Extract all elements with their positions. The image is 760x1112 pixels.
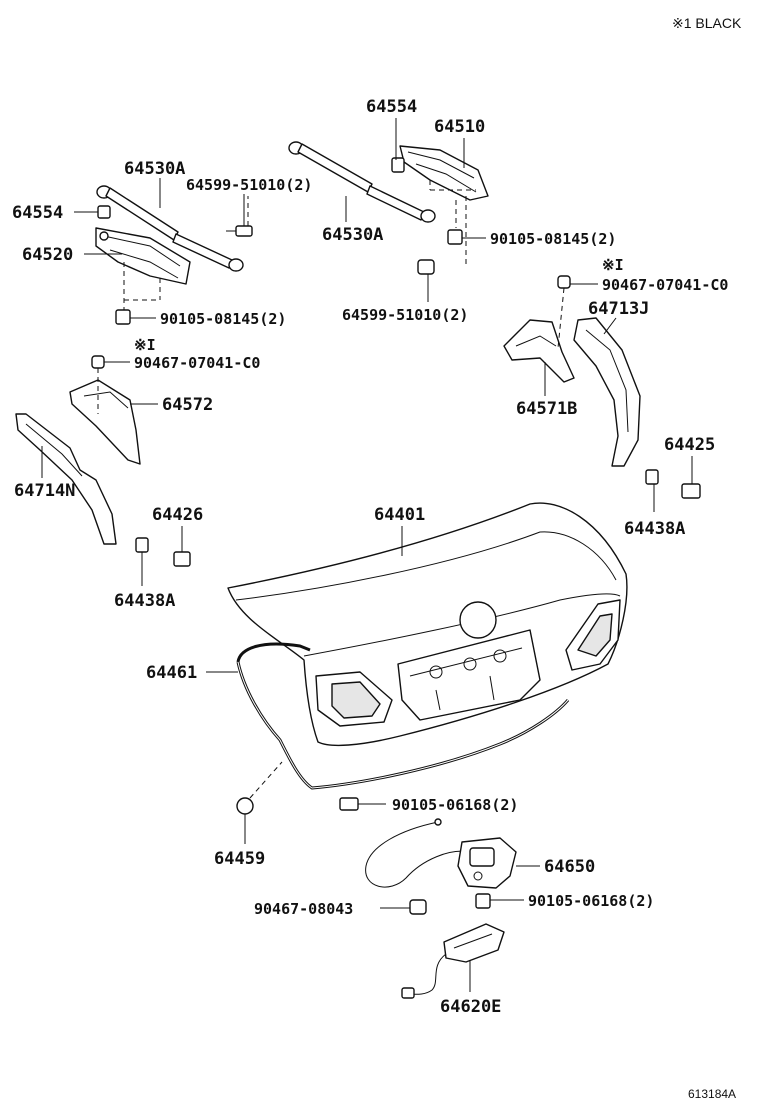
label-90105-06168-top: 90105-06168(2) [392,796,518,814]
label-64620E: 64620E [440,997,501,1017]
stopper-64554-right [391,157,405,173]
label-64461: 64461 [146,663,197,683]
right-trim-assembly [503,275,701,499]
cap-64425 [681,483,701,499]
label-64713J: 64713J [588,299,649,319]
legend-note: ※1 BLACK [672,15,742,31]
label-64438A-left: 64438A [114,591,175,611]
trim-64714N [15,413,117,545]
clip-90467-left [91,355,105,414]
bolt-90105-06168-top [339,797,359,811]
lock-64650 [457,837,517,889]
bolt-90105-06168-bottom [475,893,491,909]
clip-90467-08043 [409,899,427,915]
label-90105-08145-right: 90105-08145(2) [490,230,616,248]
left-hinge-assembly [95,185,253,325]
trim-64571B [503,319,575,383]
right-hinge-assembly [288,141,489,275]
label-64510: 64510 [434,117,485,137]
trunk-lid-64401 [227,502,628,747]
label-64599-left: 64599-51010(2) [186,176,312,194]
label-64438A-right: 64438A [624,519,685,539]
label-90467-07041-right: 90467-07041-C0 [602,276,728,294]
stopper-64554-left [97,205,111,219]
release-cable [365,821,471,888]
hinge-left [95,227,191,285]
label-mark1-left: ※I [134,336,156,354]
label-64530A-right: 64530A [322,225,383,245]
part-labels: 64554 64510 64530A 64599-51010(2) 64554 … [12,97,728,1017]
weatherstrip-64461 [236,642,570,790]
gas-strut-right [288,141,436,223]
label-64554-top: 64554 [366,97,417,117]
bolt-90105-left [115,309,131,325]
label-64530A-left: 64530A [124,159,185,179]
figure-id: 613184A [688,1087,736,1101]
label-64459: 64459 [214,849,265,869]
label-90105-08145-left: 90105-08145(2) [160,310,286,328]
label-64426: 64426 [152,505,203,525]
label-64572: 64572 [162,395,213,415]
leader-lines [41,118,693,992]
hinge-right [399,145,489,201]
clip-64438A-right [645,469,659,485]
clip-90467-right [557,275,571,349]
bolt-90105-right [447,229,463,245]
bolt-64599-left [226,225,253,237]
lock-assembly [236,761,517,999]
label-64401: 64401 [374,505,425,525]
bumper-64459 [236,797,254,815]
opener-motor-64620E [401,923,505,999]
label-mark1-right: ※I [602,256,624,274]
emblem [459,601,497,639]
label-64599-right: 64599-51010(2) [342,306,468,324]
label-90467-07041-left: 90467-07041-C0 [134,354,260,372]
label-64425: 64425 [664,435,715,455]
label-64714N: 64714N [14,481,75,501]
trim-64713J [573,317,641,467]
cap-64426 [173,551,191,567]
left-trim-assembly [15,355,191,567]
label-64650: 64650 [544,857,595,877]
label-64571B: 64571B [516,399,577,419]
trim-64572 [69,379,141,465]
label-90467-08043: 90467-08043 [254,900,353,918]
label-64554-left: 64554 [12,203,63,223]
gas-strut-left [96,185,244,272]
bolt-64599-right [417,259,435,275]
label-90105-06168-bottom: 90105-06168(2) [528,892,654,910]
label-64520: 64520 [22,245,73,265]
clip-64438A-left [135,537,149,553]
